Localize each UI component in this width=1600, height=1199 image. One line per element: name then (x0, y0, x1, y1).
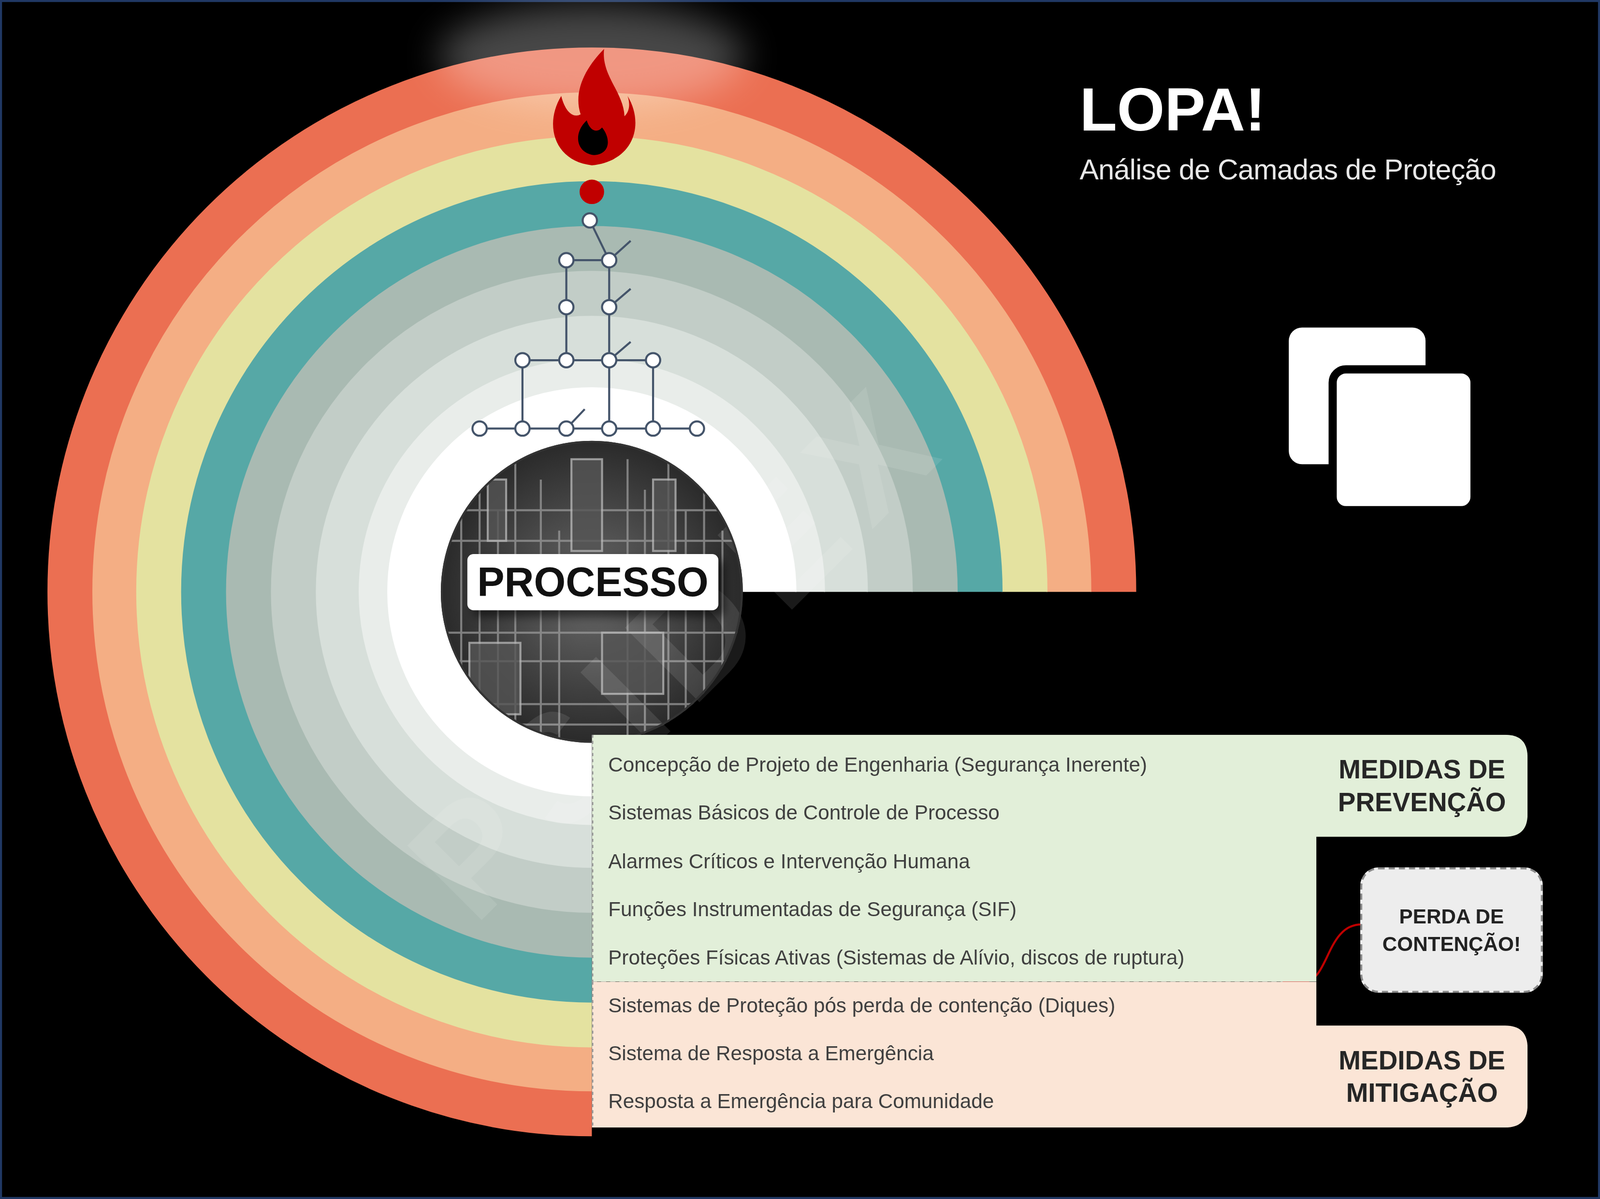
callout-text: PERDA DE CONTENÇÃO! (1372, 902, 1531, 958)
top-event-dot (579, 179, 605, 204)
mitigation-bracket-arrow (1293, 997, 1295, 1120)
layer-row: Sistemas de Proteção pós perda de conten… (608, 982, 1313, 1028)
containment-loss-box: PERDA DE CONTENÇÃO! (1360, 867, 1543, 993)
layer-text: Concepção de Projeto de Engenharia (Segu… (608, 752, 1148, 777)
layer-row: Funções Instrumentadas de Segurança (SIF… (608, 886, 1313, 932)
layer-row: Alarmes Críticos e Intervenção Humana (608, 838, 1313, 884)
fault-tree-node (645, 421, 661, 437)
fault-tree-node (515, 352, 530, 368)
layer-row: Sistemas Básicos de Controle de Processo (608, 789, 1313, 835)
ring-band (414, 414, 770, 770)
panel-heading: MEDIDAS DE PREVENÇÃO (1316, 753, 1528, 819)
layer-text: Alarmes Críticos e Intervenção Humana (608, 849, 971, 873)
panel-fill (591, 981, 1528, 1128)
process-circle: PROCESSO (440, 440, 743, 743)
layer-text: Resposta a Emergência para Comunidade (608, 1089, 994, 1113)
copy-icon-front (1332, 369, 1475, 510)
mitigation-panel: MEDIDAS DE MITIGAÇÃO Sistemas de Proteção… (591, 981, 1528, 1128)
process-label: PROCESSO (477, 559, 709, 606)
fault-tree-node (559, 421, 574, 437)
fault-tree-nodes (472, 213, 704, 436)
panel-left-edge (591, 981, 594, 1128)
layer-text: Sistemas Básicos de Controle de Processo (608, 800, 1000, 825)
fault-tree-node (515, 421, 530, 437)
containment-loss-dot (1282, 970, 1306, 993)
fault-tree-node (601, 252, 617, 268)
layer-text: Proteções Físicas Ativas (Sistemas de Al… (608, 945, 1185, 969)
layer-row: Concepção de Projeto de Engenharia (Segu… (608, 741, 1313, 787)
layer-row: Resposta a Emergência para Comunidade (608, 1078, 1313, 1124)
fault-tree-node (472, 421, 487, 437)
panel-heading-box: MEDIDAS DE PREVENÇÃO (1316, 734, 1528, 837)
layer-text: Sistemas de Proteção pós perda de conten… (608, 993, 1116, 1018)
layer-text: Sistema de Resposta a Emergência (608, 1041, 934, 1065)
layer-text: Funções Instrumentadas de Segurança (SIF… (608, 897, 1017, 921)
fault-tree-lines (479, 220, 698, 429)
process-label-box: PROCESSO (467, 553, 719, 611)
subtitle: Análise de Camadas de Proteção (1079, 156, 1497, 185)
diagram-title: LOPA! (1079, 79, 1266, 142)
panel-heading: MEDIDAS DE MITIGAÇÃO (1316, 1043, 1528, 1109)
flame-core (578, 120, 609, 156)
prevention-bracket-arrow (1293, 746, 1295, 968)
panel-heading-box: MEDIDAS DE MITIGAÇÃO (1316, 1025, 1528, 1128)
fault-tree-node (645, 352, 661, 368)
panel-left-edge (591, 734, 594, 982)
containment-divider (591, 980, 1284, 983)
flame-icon (552, 48, 636, 166)
leader-line (1304, 924, 1362, 982)
fault-tree-node (601, 300, 617, 315)
fault-tree-node (689, 421, 705, 437)
process-circle-border (441, 441, 742, 742)
fault-tree-node (601, 421, 617, 437)
layer-row: Proteções Físicas Ativas (Sistemas de Al… (608, 934, 1313, 980)
layer-row: Sistema de Resposta a Emergência (608, 1030, 1313, 1076)
fault-tree-node (582, 213, 597, 228)
fault-tree-node (559, 300, 574, 315)
fault-tree-node (601, 352, 617, 368)
process-image-background (440, 440, 743, 743)
fault-tree-node (559, 352, 574, 368)
fault-tree-node (559, 252, 574, 268)
